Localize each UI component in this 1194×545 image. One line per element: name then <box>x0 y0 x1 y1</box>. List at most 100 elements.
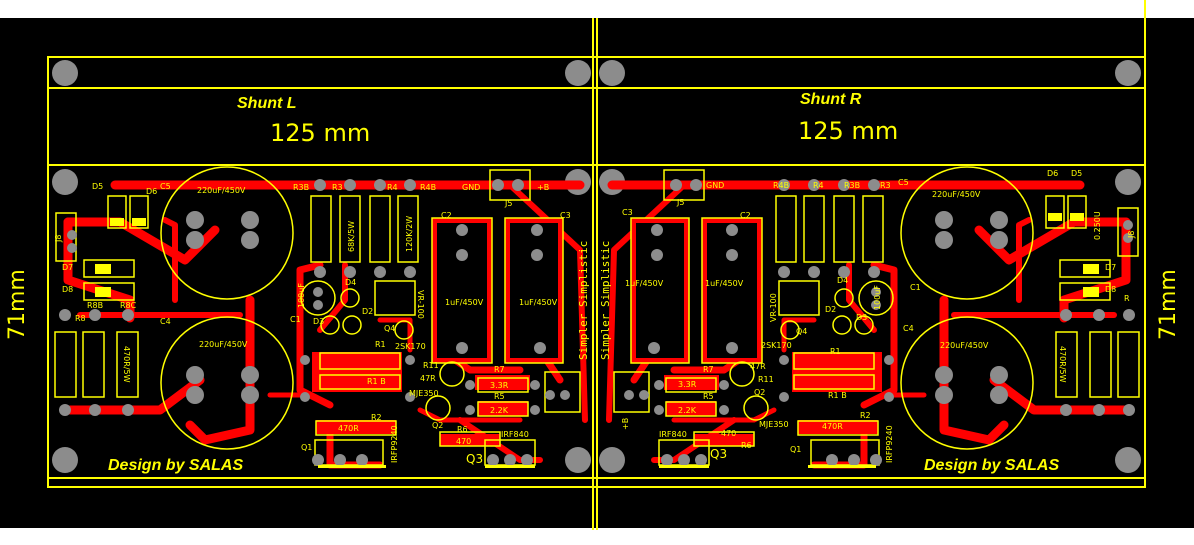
label-r6-left: R6 <box>457 425 468 434</box>
label-d6-left: D6 <box>146 187 157 196</box>
board-outline <box>47 0 1146 530</box>
height-dimension-left: 71mm <box>5 269 30 340</box>
label-r1b-left: R1 B <box>367 377 386 386</box>
label-470r5w-right: 470R/5W <box>1058 346 1067 383</box>
label-q2-left: Q2 <box>432 421 443 430</box>
label-r11-right: R11 <box>758 375 774 384</box>
label-3r3-right: 3.3R <box>678 380 697 389</box>
board-title-right: Shunt R <box>800 91 862 108</box>
label-d4-right: D4 <box>837 276 848 285</box>
label-d8-right: D8 <box>1105 285 1116 294</box>
label-jfet-left: 2SK170 <box>395 342 426 351</box>
label-r-right: R <box>1124 294 1130 303</box>
label-c4-right: C4 <box>903 324 914 333</box>
label-2k2-left: 2.2K <box>490 406 509 415</box>
shunt-right-board: Shunt R 125 mm Design by SALAS Simpler S… <box>599 60 1141 474</box>
label-mje-right: MJE350 <box>759 420 789 429</box>
label-r8c-left: R8C <box>120 301 137 310</box>
label-d3-right: D3 <box>856 313 867 322</box>
label-q3-right: Q3 <box>710 447 727 461</box>
label-c2-left: C2 <box>441 211 452 220</box>
label-r4b-left: R4B <box>420 183 436 192</box>
label-r4-right: R4 <box>813 181 824 190</box>
label-1uf-a-left: 1uF/450V <box>445 298 484 307</box>
board-title-left: Shunt L <box>237 95 297 112</box>
big-capacitors-left <box>54 166 581 466</box>
label-irfp-left: IRFP9240 <box>390 425 399 463</box>
label-plusb-left: +B <box>537 183 549 192</box>
label-d3-left: D3 <box>313 317 324 326</box>
label-irf840-right: IRF840 <box>659 430 687 439</box>
label-1uf-b-left: 1uF/450V <box>519 298 558 307</box>
label-3r3-left: 3.3R <box>490 381 509 390</box>
label-plusb-right: +B <box>621 418 630 430</box>
label-c5-right: C5 <box>898 178 909 187</box>
label-j5-right: J5 <box>676 198 684 207</box>
label-d6-right: D6 <box>1047 169 1058 178</box>
label-c4-left: C4 <box>160 317 171 326</box>
label-1uf-a-right: 1uF/450V <box>625 279 664 288</box>
label-cap220-top-left: 220uF/450V <box>197 186 246 195</box>
label-100uf-right: 100uF <box>873 285 882 310</box>
label-r7-left: R7 <box>494 365 505 374</box>
credit-right: Design by SALAS <box>924 457 1059 474</box>
width-label-right: 125 mm <box>798 117 898 145</box>
label-r1b-right: R1 B <box>828 391 847 400</box>
label-d7-right: D7 <box>1105 263 1116 272</box>
label-d2-left: D2 <box>362 307 373 316</box>
label-r2-right: R2 <box>860 411 871 420</box>
label-j8-right: J8 <box>1127 231 1136 239</box>
label-q1-left: Q1 <box>301 443 312 452</box>
label-gnd-left: GND <box>462 183 480 192</box>
label-j8-left: J8 <box>54 235 63 243</box>
label-470r-left: 470R <box>338 424 359 433</box>
label-r3b-right: R3B <box>844 181 860 190</box>
label-470r5w-left: 470R/5W <box>122 346 131 383</box>
label-r4-left: R4 <box>387 183 398 192</box>
label-470b-right: 470 <box>721 429 736 438</box>
label-r5-left: R5 <box>494 392 505 401</box>
label-r2-left: R2 <box>371 413 382 422</box>
label-r5-right: R5 <box>703 392 714 401</box>
label-47r-right: 47R <box>750 362 766 371</box>
label-r11-left: R11 <box>423 361 439 370</box>
label-q4-left: Q4 <box>384 324 395 333</box>
label-cap220-bottom-right: 220uF/450V <box>940 341 989 350</box>
label-d5-right: D5 <box>1071 169 1082 178</box>
label-cap220-top-right: 220uF/450V <box>932 190 981 199</box>
shunt-left-board: Shunt L 125 mm Design by SALAS Simpler S… <box>52 60 591 474</box>
label-c3-left: C3 <box>560 211 571 220</box>
label-r8b-left: R8B <box>87 301 103 310</box>
label-r3-left: R3 <box>332 183 343 192</box>
label-r1-right: R1 <box>830 347 841 356</box>
label-r8-left: R8 <box>75 314 86 323</box>
label-r1-left: R1 <box>375 340 386 349</box>
label-vr-right: VR-100 <box>769 293 778 322</box>
label-q2-right: Q2 <box>754 388 765 397</box>
vertical-text-left: Simpler Simplistic <box>577 241 590 360</box>
label-q3-left: Q3 <box>466 452 483 466</box>
label-d5-left: D5 <box>92 182 103 191</box>
label-d7-left: D7 <box>62 263 73 272</box>
pads-left <box>59 179 570 466</box>
height-dimension-right: 71mm <box>1156 269 1181 340</box>
label-r6-right: R6 <box>741 441 752 450</box>
width-label-left: 125 mm <box>270 119 370 147</box>
label-c1-right: C1 <box>910 283 921 292</box>
vertical-text-right: Simpler Simplistic <box>599 241 612 360</box>
label-j5-left: J5 <box>504 199 512 208</box>
label-1uf-b-right: 1uF/450V <box>705 279 744 288</box>
mounting-holes-right <box>599 60 1141 473</box>
credit-left: Design by SALAS <box>108 457 243 474</box>
label-470r-right: 470R <box>822 422 843 431</box>
label-2k2-right: 2.2K <box>678 406 697 415</box>
label-jfet-right: 2SK170 <box>761 341 792 350</box>
label-c2-right: C2 <box>740 211 751 220</box>
label-irfp-right: IRFP9240 <box>885 425 894 463</box>
label-cap220-bottom-left: 220uF/450V <box>199 340 248 349</box>
label-r3-right: R3 <box>880 181 891 190</box>
label-120k-left: 120K/2W <box>405 216 414 252</box>
label-470b-left: 470 <box>456 437 471 446</box>
label-r4b-right: R4B <box>773 181 789 190</box>
label-d2-right: D2 <box>825 305 836 314</box>
